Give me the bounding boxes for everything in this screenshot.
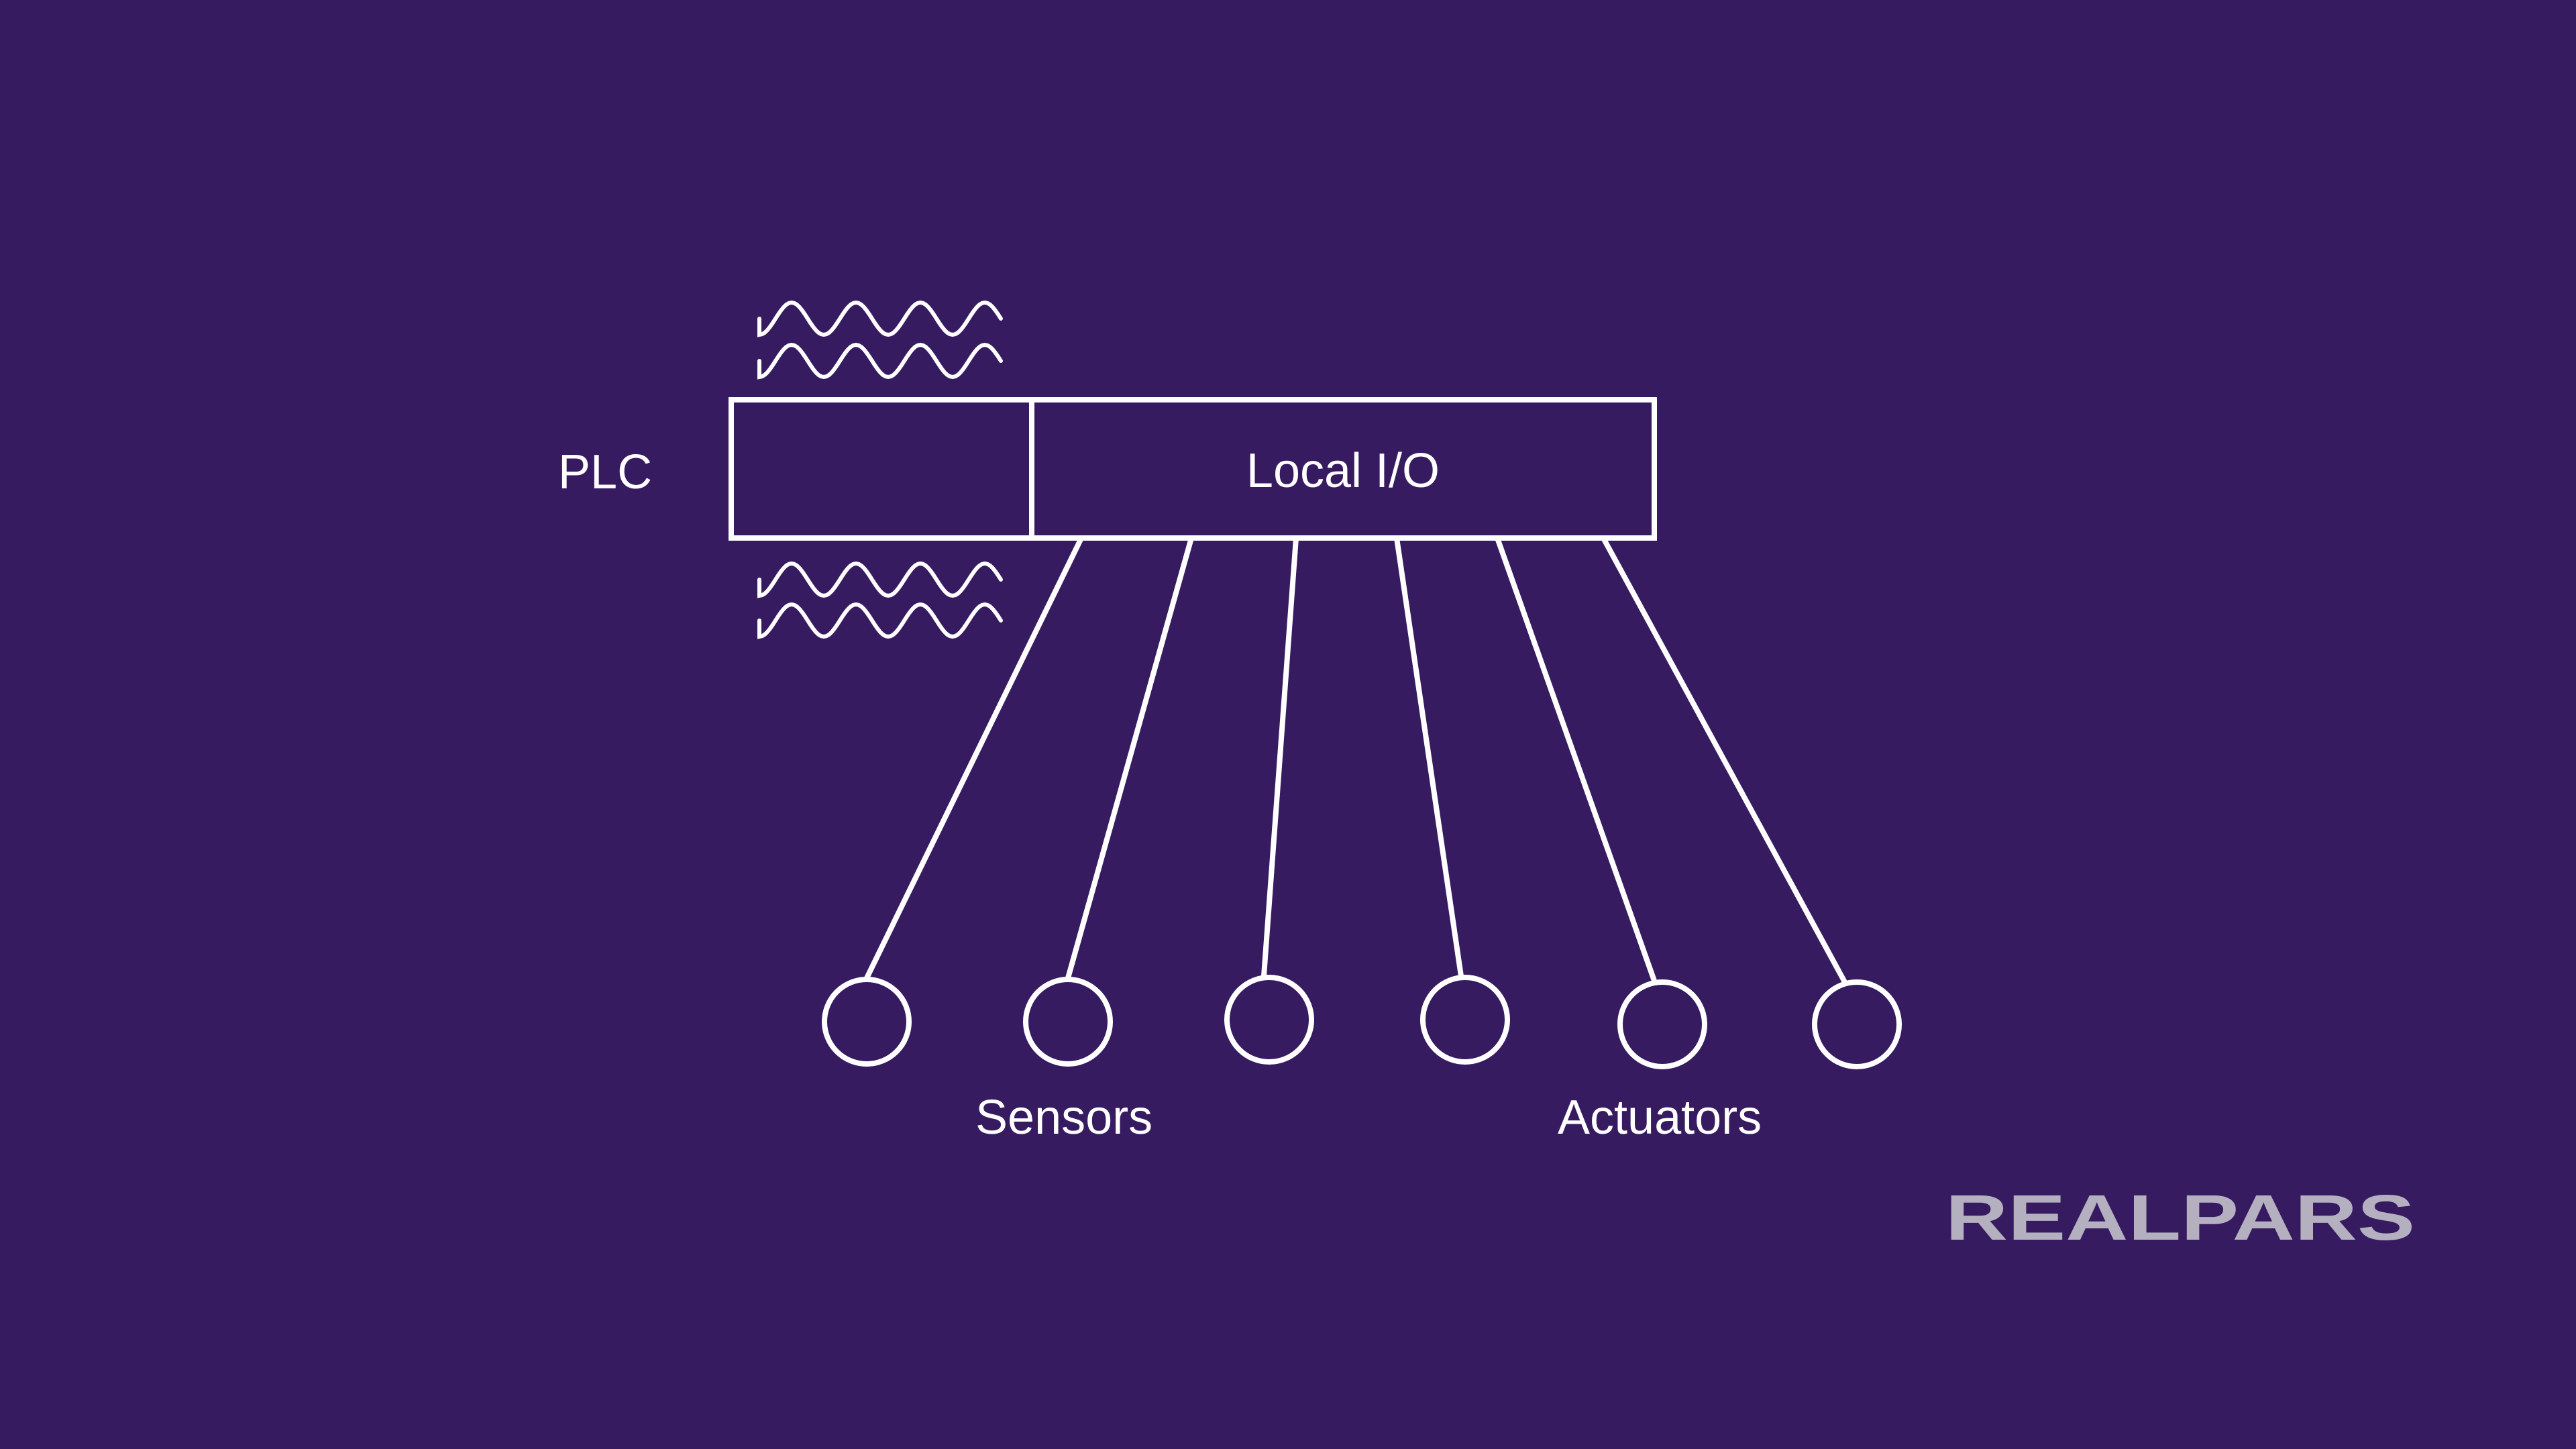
wireless-waves-top-icon [757, 300, 1003, 380]
wire-4 [1394, 537, 1464, 977]
wire-1 [864, 537, 1084, 979]
wiring [864, 537, 1847, 983]
actuator-2-node [1617, 979, 1707, 1069]
sensor-2-node [1023, 977, 1113, 1067]
waves-top-line-1 [757, 300, 1003, 337]
actuator-1-node [1420, 975, 1510, 1065]
plc-label: PLC [558, 445, 653, 499]
wire-3 [1261, 537, 1299, 977]
wire-6 [1601, 537, 1847, 983]
actuator-3-node [1812, 979, 1902, 1069]
local-io-label: Local I/O [1246, 444, 1440, 498]
actuators-label: Actuators [1558, 1091, 1762, 1144]
waves-bottom-line-1 [757, 561, 1003, 598]
field-devices [822, 975, 1902, 1069]
sensor-3-node [1224, 975, 1314, 1065]
sensor-1-node [822, 977, 912, 1067]
logo-text: REALPARS [1945, 1182, 2415, 1254]
waves-top-line-2 [757, 342, 1003, 380]
sensors-label: Sensors [975, 1091, 1153, 1144]
wire-5 [1495, 537, 1657, 982]
wire-2 [1065, 537, 1194, 979]
plc-cpu-box [729, 397, 1034, 541]
wireless-waves-bottom-icon [757, 561, 1003, 639]
waves-bottom-line-2 [757, 602, 1003, 639]
local-io-box [1029, 397, 1657, 541]
realpars-logo: REALPARS [1945, 1182, 2415, 1254]
